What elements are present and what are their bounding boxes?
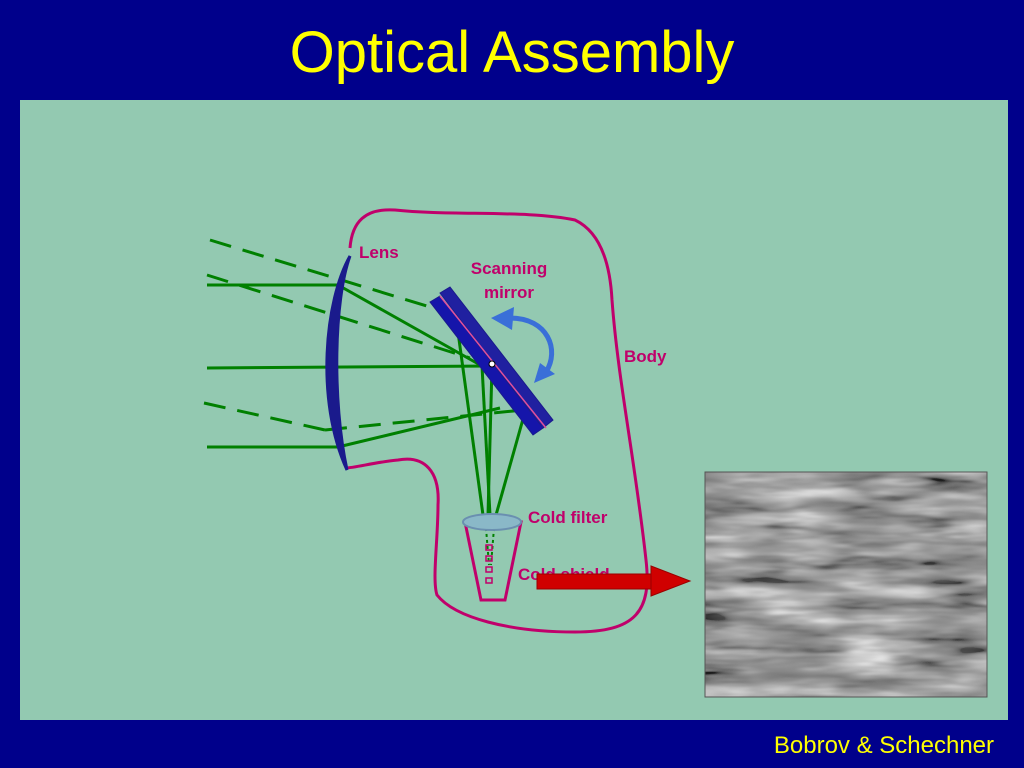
solid-rays bbox=[206, 283, 527, 516]
body-label: Body bbox=[624, 347, 667, 366]
cold-filter-label: Cold filter bbox=[528, 508, 608, 527]
lens-label: Lens bbox=[359, 243, 399, 262]
lens bbox=[325, 255, 352, 471]
thermal-output-image bbox=[704, 471, 988, 698]
slide-title: Optical Assembly bbox=[289, 20, 735, 85]
cold-filter bbox=[462, 513, 522, 531]
rotation-arrow-icon bbox=[491, 307, 555, 383]
output-arrow-icon bbox=[536, 565, 692, 597]
scanning-mirror bbox=[429, 286, 554, 436]
cold-shield-detector-marks bbox=[485, 544, 493, 584]
scanning-mirror-label-line1: Scanning bbox=[471, 259, 548, 278]
scanning-mirror-label-line2: mirror bbox=[484, 283, 534, 302]
cold-shield bbox=[463, 520, 523, 602]
footer-credit: Bobrov & Schechner bbox=[773, 732, 994, 759]
